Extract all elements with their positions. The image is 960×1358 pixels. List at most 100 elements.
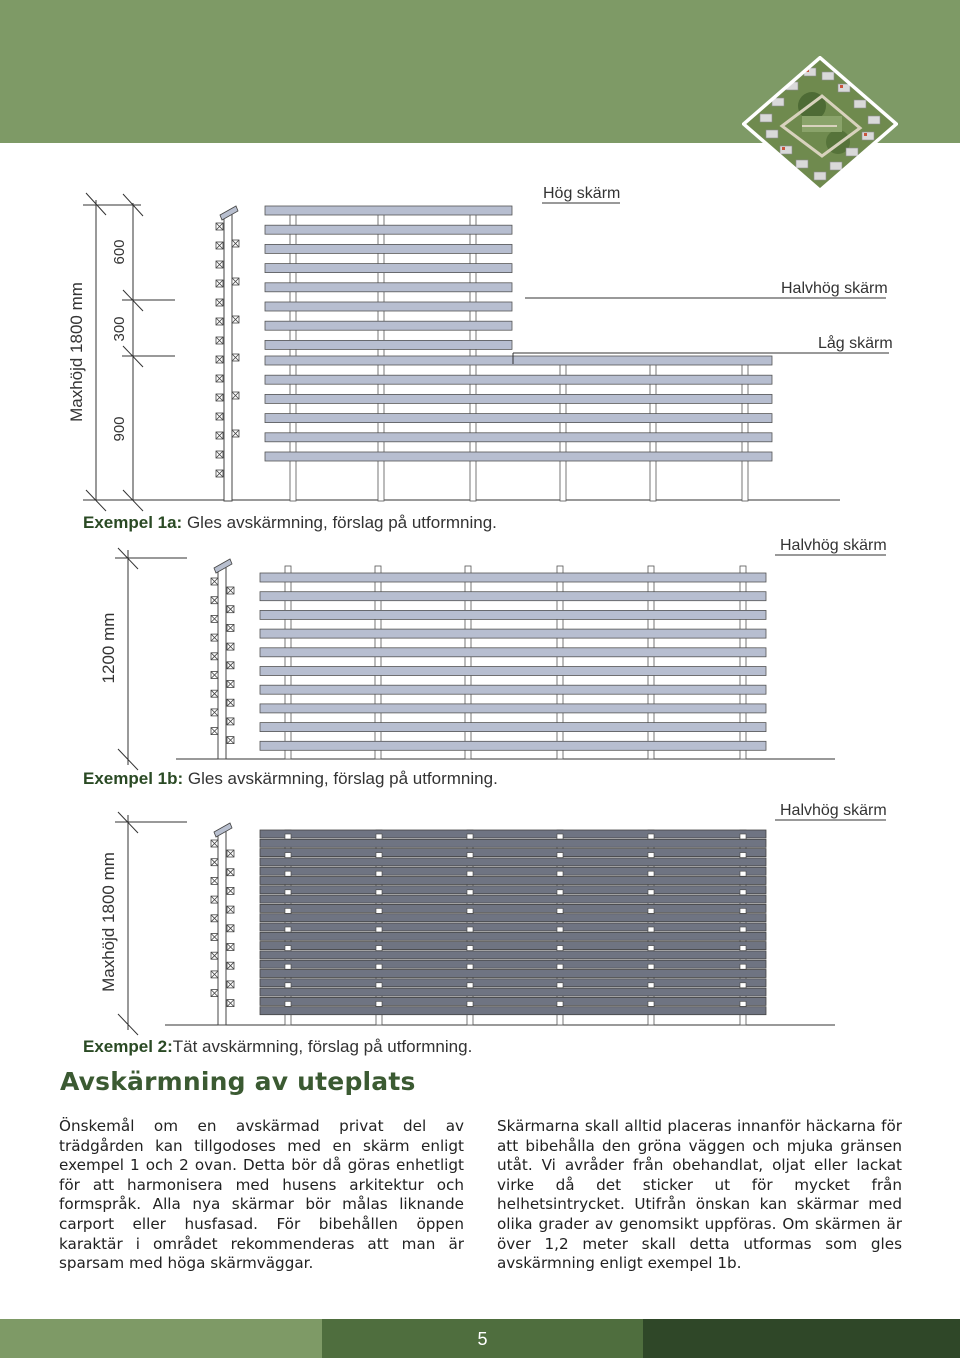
fastener [556, 852, 564, 858]
screw-box [210, 989, 219, 997]
fig1-boards [264, 205, 773, 462]
screw-box [226, 642, 235, 651]
fig2-label-halvhog: Halvhög skärm [780, 537, 887, 554]
board [259, 703, 767, 714]
screw-box [215, 469, 224, 478]
fig2-caption-bold: Exempel 1b: [83, 769, 184, 788]
board [259, 848, 767, 857]
fastener [466, 889, 474, 896]
fig3-fasteners [284, 833, 747, 1007]
fastener [739, 889, 747, 896]
screw-box [210, 858, 219, 867]
fastener [647, 870, 655, 877]
board [259, 894, 767, 904]
fastener [739, 963, 747, 970]
board [259, 684, 767, 695]
board [259, 666, 767, 676]
board [259, 922, 767, 932]
board [264, 263, 513, 274]
screw-box [226, 680, 235, 688]
fastener [284, 926, 292, 933]
fastener [739, 1001, 747, 1007]
fastener [647, 889, 655, 896]
board [259, 941, 767, 950]
screw-box [215, 260, 224, 269]
fig2-dim-label: 1200 mm [99, 613, 118, 684]
screw-box [226, 586, 235, 595]
board [259, 1006, 767, 1016]
fastener [556, 870, 564, 877]
fig1-label-lag: Låg skärm [818, 334, 893, 352]
fastener [556, 889, 564, 896]
fastener [647, 908, 655, 914]
board [264, 224, 513, 235]
screw-box [210, 951, 219, 960]
screw-box [210, 895, 219, 904]
board [259, 987, 767, 997]
board [264, 205, 513, 216]
board [259, 876, 767, 885]
board [264, 413, 773, 424]
fastener [466, 982, 474, 989]
footer-band-right [643, 1319, 960, 1358]
screw-box [231, 277, 240, 286]
fig2-posts [284, 565, 747, 760]
screw-box [215, 279, 224, 288]
screw-box [226, 698, 235, 707]
board [259, 969, 767, 978]
screw-box [210, 727, 219, 735]
board [259, 931, 767, 941]
screw-box [231, 391, 240, 400]
fastener [466, 1001, 474, 1007]
board [264, 320, 513, 331]
fig1-label-hog: Hög skärm [543, 185, 620, 202]
screw-box [226, 661, 235, 670]
fastener [556, 982, 564, 989]
fastener [647, 833, 655, 840]
board [264, 451, 773, 462]
screw-box [231, 239, 240, 248]
fastener [556, 1001, 564, 1007]
fig3-caption-bold: Exempel 2: [83, 1037, 173, 1056]
footer-band-middle [322, 1319, 643, 1358]
board [259, 959, 767, 969]
screw-box [215, 355, 224, 364]
board [259, 647, 767, 658]
screw-box [226, 980, 235, 989]
screw-box [226, 905, 235, 914]
fig3-label-halvhog: Halvhög skärm [780, 802, 887, 819]
screw-box [226, 943, 235, 951]
fastener [375, 926, 383, 933]
fig1-side-post [215, 205, 240, 502]
fastener [375, 1001, 383, 1007]
fastener [647, 963, 655, 970]
fig3-dim-label: Maxhöjd 1800 mm [99, 852, 118, 992]
fig3-boards [259, 829, 767, 1016]
fastener [375, 945, 383, 951]
body-text-left: Önskemål om en avskärmad privat del av t… [59, 1117, 464, 1273]
board [259, 857, 767, 867]
fig2-boards [259, 572, 767, 751]
screw-box [210, 689, 219, 698]
screw-box [226, 717, 235, 726]
screw-box [210, 671, 219, 679]
screw-box [226, 999, 235, 1007]
screw-box [215, 374, 224, 383]
screw-box [215, 222, 224, 231]
fig1-dim-300-label: 300 [111, 316, 128, 341]
fastener [647, 926, 655, 933]
fastener [647, 1001, 655, 1007]
screw-box [210, 877, 219, 885]
fastener [739, 833, 747, 840]
board [259, 829, 767, 839]
fastener [647, 945, 655, 951]
fastener [375, 870, 383, 877]
fig1-dim-total-label: Maxhöjd 1800 mm [67, 282, 86, 422]
neighborhood-aerial-logo [742, 56, 898, 192]
board [264, 374, 773, 385]
fastener [556, 945, 564, 951]
board [264, 282, 513, 293]
screw-box [210, 652, 219, 661]
body-text-right: Skärmarna skall alltid placeras innanför… [497, 1117, 902, 1273]
board [259, 740, 767, 751]
